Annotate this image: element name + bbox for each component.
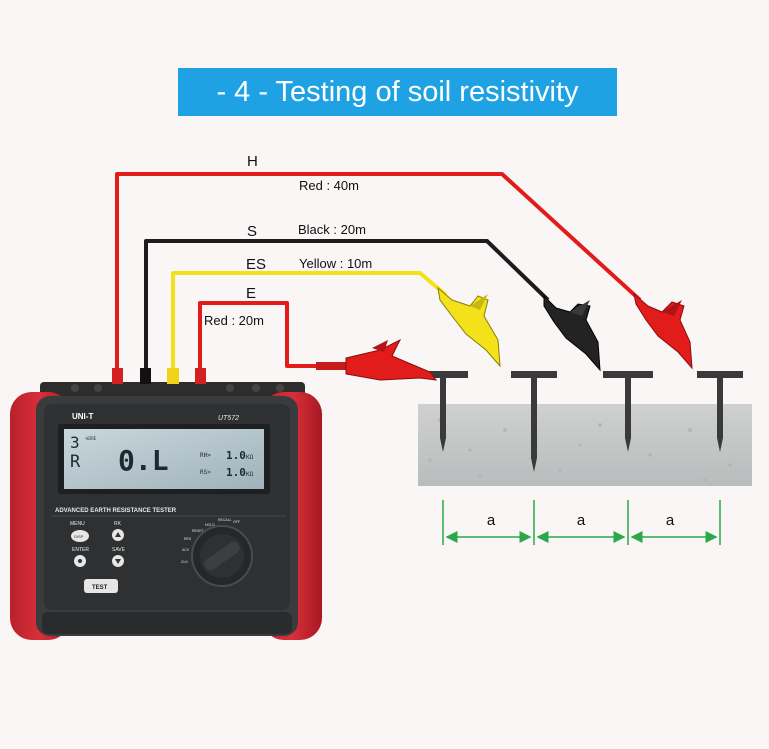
disp-button[interactable]: DISP	[71, 530, 89, 542]
device-name: ADVANCED EARTH RESISTANCE TESTER	[55, 508, 177, 514]
svg-text:RES: RES	[184, 537, 192, 541]
lead-es-desc: Yellow : 10m	[299, 256, 372, 271]
test-button[interactable]: TEST	[84, 579, 118, 593]
svg-text:ACV: ACV	[182, 548, 190, 552]
rotary-dial[interactable]	[191, 525, 253, 587]
spacing-label-1: a	[487, 512, 496, 529]
menu-label: MENU	[70, 521, 85, 527]
lcd-rh-label: RH>	[200, 452, 211, 459]
lcd-mode: 3	[70, 433, 80, 452]
soil-texture	[428, 418, 732, 482]
enter-button[interactable]	[74, 555, 86, 567]
wire-h-red	[115, 172, 642, 376]
dial-labels: HOLD RECALL OFF RESET RES ACV CLK	[181, 518, 240, 564]
down-button[interactable]	[112, 555, 124, 567]
earth-resistance-tester: UNI-T UT572 3 -WIRE R 0.L RH> 1.0 KΩ RS>…	[10, 368, 322, 640]
clip-es-yellow-icon	[437, 286, 501, 368]
clip-h-red-icon	[633, 292, 693, 370]
lcd-symbol: R	[70, 452, 81, 472]
lcd-mode-suffix: -WIRE	[84, 436, 97, 441]
lcd-rs-label: RS>	[200, 469, 211, 476]
lcd-rh-value: 1.0	[226, 449, 246, 462]
spacing-label-2: a	[577, 512, 586, 529]
arrow-up-icon	[115, 532, 121, 537]
dimension-lines	[442, 500, 721, 545]
lead-s-desc: Black : 20m	[298, 222, 366, 237]
electrode-s	[603, 371, 653, 452]
electrode-e	[418, 371, 468, 452]
svg-text:OFF: OFF	[233, 520, 240, 524]
lcd-rs-unit: KΩ	[246, 471, 254, 478]
soil-block	[418, 404, 752, 486]
svg-text:RECALL: RECALL	[218, 518, 232, 522]
wire-e-red	[198, 301, 320, 376]
lcd-rh-unit: KΩ	[246, 454, 254, 461]
lcd-main-reading: 0.L	[118, 444, 169, 477]
electrode-h	[697, 371, 743, 452]
svg-text:CLK: CLK	[181, 560, 188, 564]
save-label: SAVE	[112, 547, 126, 553]
wire-es-yellow	[171, 271, 448, 376]
terminal-es-label: ES	[246, 256, 266, 273]
rk-label: RK	[114, 521, 122, 527]
brand-label: UNI-T	[72, 412, 93, 421]
clip-e-red-icon	[316, 338, 438, 381]
lcd-rs-value: 1.0	[226, 466, 246, 479]
title-banner: - 4 - Testing of soil resistivity	[178, 68, 617, 116]
electrodes	[418, 371, 743, 472]
svg-text:HOLD: HOLD	[205, 523, 215, 527]
lcd-screen	[64, 429, 264, 489]
clip-s-black-icon	[543, 294, 601, 372]
arrow-down-icon	[115, 559, 121, 564]
disp-button-label: DISP	[74, 534, 84, 539]
up-button[interactable]	[112, 529, 124, 541]
test-button-label: TEST	[92, 585, 108, 591]
model-label: UT572	[218, 415, 239, 422]
lead-h-desc: Red : 40m	[299, 178, 359, 193]
bulb-icon	[78, 559, 82, 563]
electrode-es	[511, 371, 557, 472]
terminal-e-label: E	[246, 285, 256, 302]
terminal-jacks	[71, 368, 284, 392]
terminal-h-label: H	[247, 153, 258, 170]
enter-label: ENTER	[72, 547, 89, 553]
spacing-label-3: a	[666, 512, 675, 529]
lead-e-desc: Red : 20m	[204, 313, 264, 328]
wire-s-black	[144, 239, 550, 376]
svg-text:RESET: RESET	[192, 529, 205, 533]
terminal-s-label: S	[247, 223, 257, 240]
